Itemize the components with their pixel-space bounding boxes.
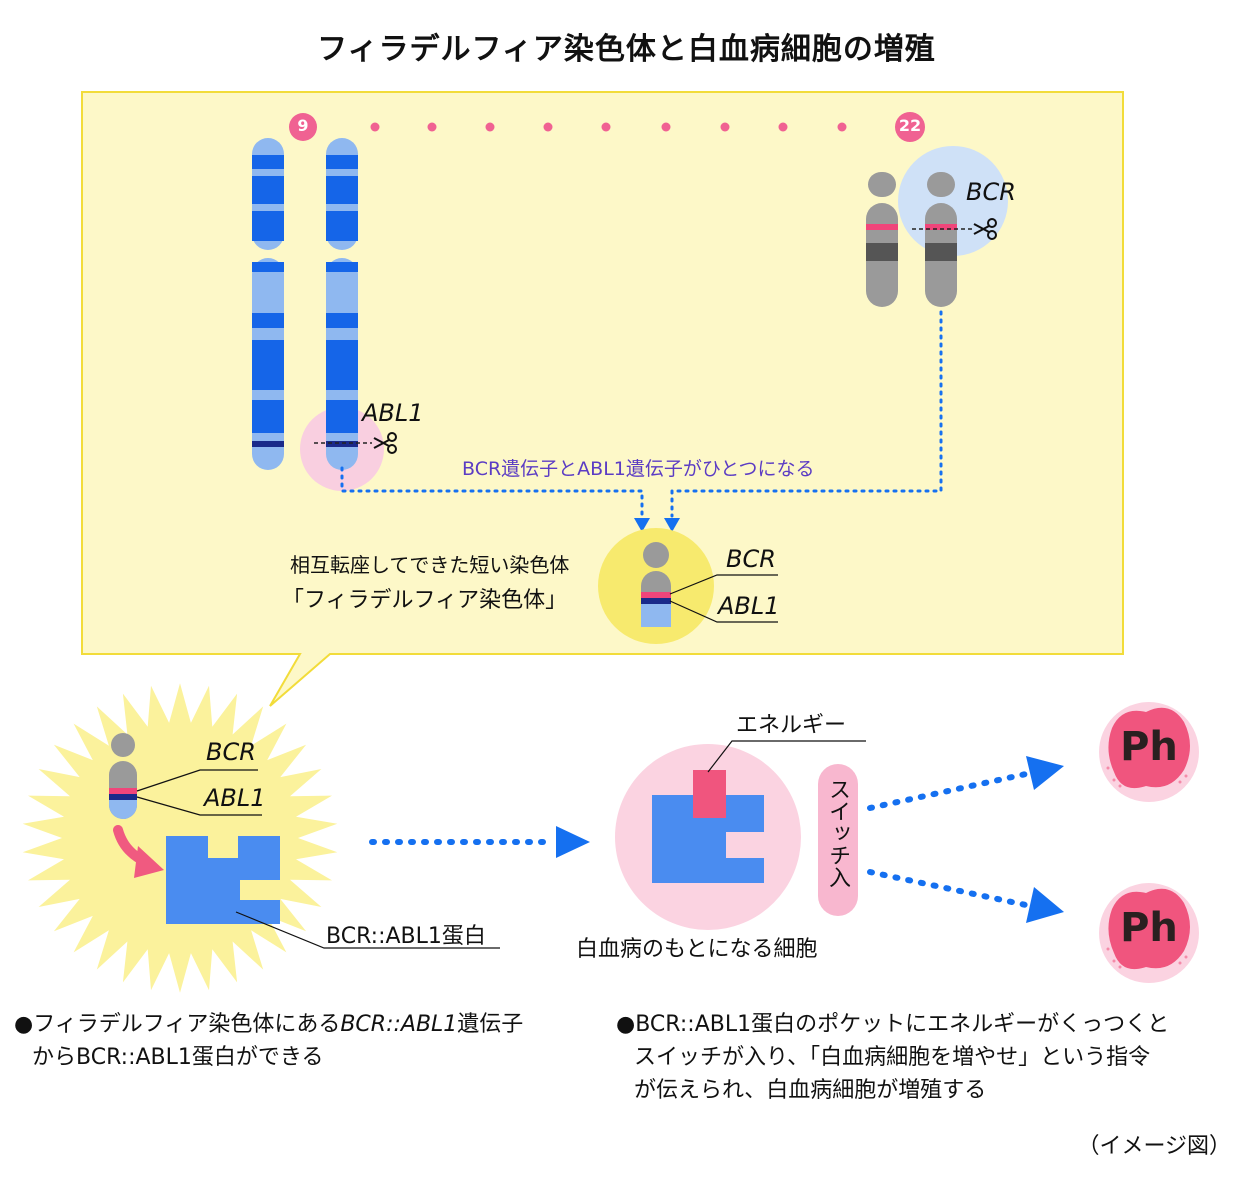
protein-leader-line bbox=[235, 911, 500, 949]
ph-chromosome-name: 「フィラデルフィア染色体」 bbox=[282, 588, 568, 613]
ph-cell-lower-label: Ph bbox=[1120, 905, 1178, 951]
ph-leader-lines bbox=[669, 574, 778, 623]
scissors-icon bbox=[973, 218, 997, 240]
arrow-icon bbox=[1026, 887, 1064, 923]
ph-bcr-label: BCR bbox=[726, 545, 776, 573]
starburst-abl1-label: ABL1 bbox=[204, 784, 266, 812]
chromosome-22-right bbox=[925, 172, 957, 307]
arrow-icon bbox=[634, 518, 650, 532]
note-right-line2: スイッチが入り、「白血病細胞を増やせ」という指令 bbox=[634, 1045, 1151, 1070]
dotted-arrow-lower bbox=[867, 869, 1029, 908]
note-left-line1: ●フィラデルフィア染色体にあるBCR::ABL1遺伝子 bbox=[14, 1012, 524, 1037]
switch-pill bbox=[818, 764, 858, 916]
page-title: フィラデルフィア染色体と白血病細胞の増殖 bbox=[317, 32, 936, 67]
ph-cell-upper bbox=[1099, 702, 1199, 802]
note-left-line2: からBCR::ABL1蛋白ができる bbox=[32, 1045, 324, 1070]
dotted-arrow-upper bbox=[867, 771, 1029, 811]
note-right-line3: が伝えられ、白血病細胞が増殖する bbox=[634, 1078, 987, 1103]
ph-abl1-label: ABL1 bbox=[718, 592, 780, 620]
chr22-badge bbox=[895, 112, 925, 142]
bcr-abl1-protein bbox=[166, 836, 280, 924]
arrow-icon bbox=[1026, 756, 1064, 790]
switch-label: スイッチ入 bbox=[825, 778, 850, 888]
starburst-bcr-label: BCR bbox=[206, 738, 256, 766]
dot-row bbox=[370, 122, 847, 132]
ph-cell-lower bbox=[1099, 883, 1199, 983]
energy-block bbox=[693, 770, 726, 818]
starburst-leader-lines bbox=[136, 769, 262, 816]
image-caption: （イメージ図） bbox=[1077, 1134, 1231, 1159]
arrow-icon bbox=[664, 518, 680, 532]
energy-label: エネルギー bbox=[736, 713, 847, 738]
chromosome-22-left bbox=[866, 172, 898, 307]
ph-cell-upper-label: Ph bbox=[1120, 724, 1178, 770]
abl1-gene-label: ABL1 bbox=[362, 399, 424, 427]
chromosome-9-right bbox=[326, 138, 358, 470]
chr9-badge bbox=[289, 113, 317, 141]
chr22-number: 22 bbox=[898, 116, 922, 135]
fusion-label: BCR遺伝子とABL1遺伝子がひとつになる bbox=[462, 458, 815, 480]
bcr-gene-label: BCR bbox=[966, 178, 1016, 206]
origin-cell-label: 白血病のもとになる細胞 bbox=[576, 937, 818, 962]
scissors-icon bbox=[373, 432, 397, 454]
ph-chromosome-desc: 相互転座してできた短い染色体 bbox=[290, 553, 570, 577]
arrow-icon bbox=[556, 826, 590, 858]
protein-label: BCR::ABL1蛋白 bbox=[326, 924, 486, 949]
energy-leader-line bbox=[707, 740, 866, 773]
chromosome-9-left bbox=[252, 138, 284, 470]
ph-chromosome bbox=[641, 542, 671, 627]
note-left: ●フィラデルフィア染色体にあるBCR::ABL1遺伝子 からBCR::ABL1蛋… bbox=[14, 1008, 523, 1074]
note-right: ●BCR::ABL1蛋白のポケットにエネルギーがくっつくと スイッチが入り、「白… bbox=[616, 1008, 1169, 1107]
chr9-number: 9 bbox=[297, 116, 309, 135]
note-right-line1: ●BCR::ABL1蛋白のポケットにエネルギーがくっつくと bbox=[616, 1012, 1170, 1037]
starburst-chromosome bbox=[109, 733, 137, 819]
arrow-icon bbox=[134, 846, 164, 878]
origin-cell-protein bbox=[652, 795, 764, 883]
fusion-connectors bbox=[340, 310, 943, 518]
chromosome-number-row bbox=[289, 112, 925, 142]
